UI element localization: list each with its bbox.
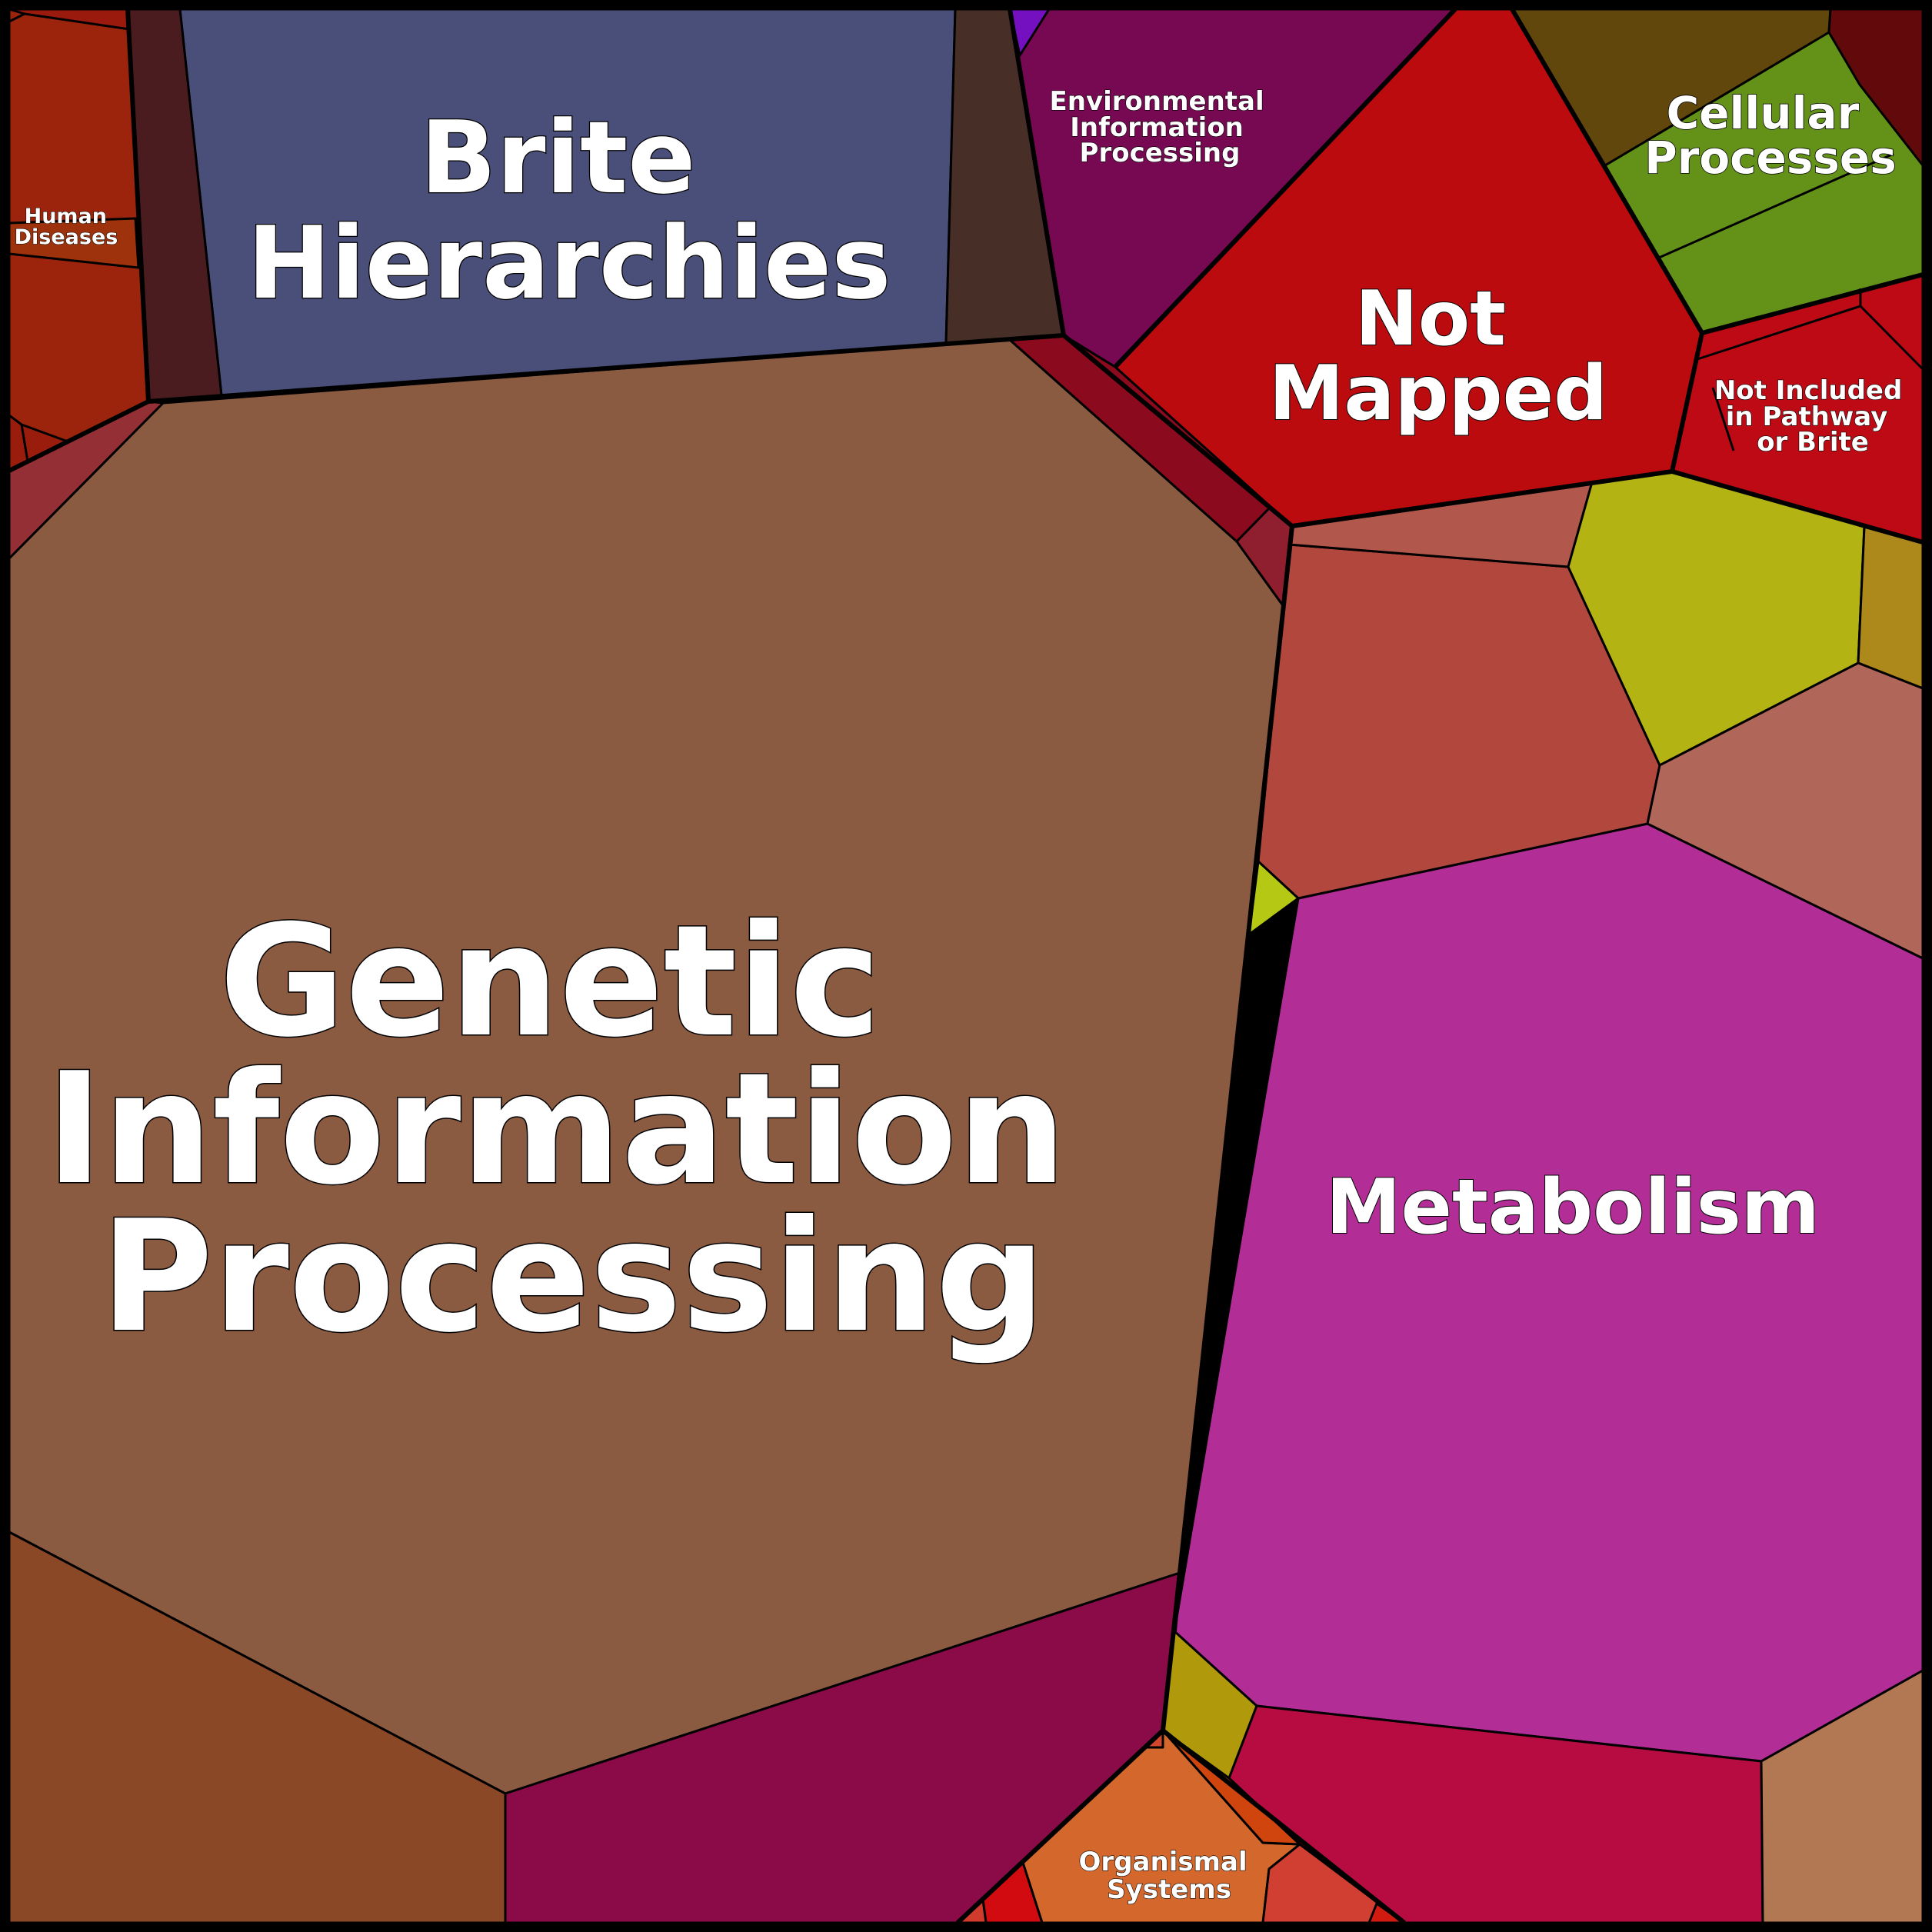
metabolism-sub-cell-e — [1646, 661, 1924, 960]
label-cellular-processes: Cellular Processes — [1644, 87, 1897, 184]
label-organismal-systems: Organismal Systems — [1079, 1847, 1257, 1905]
label-brite-hierarchies: Brite Hierarchies — [247, 99, 891, 321]
group-boundaries — [8, 7, 1924, 1925]
region-cellular-processes[interactable] — [1511, 8, 1924, 335]
label-genetic-information-processing: Genetic Information Processing — [46, 892, 1121, 1367]
human-diseases-divider — [8, 12, 25, 23]
label-not-included-in-pathway-or-brite: Not Included in Pathway or Brite — [1714, 375, 1911, 458]
region-brite-hierarchies[interactable] — [126, 8, 1065, 403]
label-human-diseases: Human Diseases — [15, 205, 118, 249]
region-metabolism[interactable] — [1161, 470, 1924, 1924]
label-environmental-information-processing: Environmental Information Processing — [1050, 86, 1274, 168]
label-not-mapped: Not Mapped — [1269, 275, 1608, 438]
not-included-divider-c — [1711, 387, 1735, 451]
metabolism-main-cell — [1173, 822, 1924, 1763]
cellular-sub-divider — [1658, 152, 1894, 259]
label-metabolism: Metabolism — [1326, 1164, 1820, 1251]
metabolism-sub-cell-d — [1857, 525, 1924, 690]
human-diseases-divider-b — [20, 424, 29, 462]
